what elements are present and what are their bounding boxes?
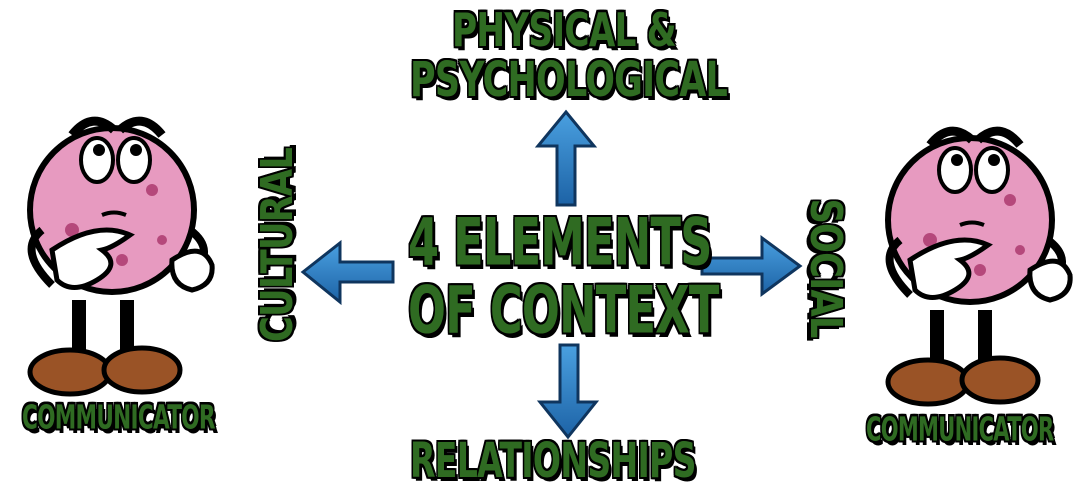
communicator-character-right — [885, 126, 1073, 407]
center-label-line2: OF CONTEXT — [408, 271, 839, 349]
center-label-line1: 4 ELEMENTS — [408, 203, 830, 281]
arrow-right-icon — [700, 235, 803, 297]
center-label-line1-text: 4 ELEMENTS — [408, 203, 712, 281]
top-label-line1: PHYSICAL & — [452, 3, 739, 58]
top-label-line2: PSYCHOLOGICAL — [410, 50, 827, 108]
left-label-text: CULTURAL — [252, 148, 303, 342]
left-label: CULTURAL — [252, 148, 303, 342]
right-label-text: SOCIAL — [800, 198, 851, 338]
right-label: SOCIAL — [800, 196, 851, 340]
top-label-line2-text: PSYCHOLOGICAL — [410, 50, 728, 108]
left-caption: COMMUNICATOR — [22, 398, 290, 438]
bottom-label-text: RELATIONSHIPS — [410, 431, 696, 489]
right-caption-text: COMMUNICATOR — [866, 410, 1054, 450]
arrow-left-icon — [300, 239, 395, 306]
communicator-character-left — [27, 116, 215, 397]
bottom-label: RELATIONSHIPS — [410, 431, 807, 489]
arrow-up-icon — [534, 109, 598, 207]
right-caption: COMMUNICATOR — [866, 410, 1074, 450]
arrow-down-icon — [536, 343, 600, 440]
left-caption-text: COMMUNICATOR — [22, 398, 216, 438]
top-label-line1-text: PHYSICAL & — [452, 3, 677, 58]
center-label-line2-text: OF CONTEXT — [408, 271, 719, 349]
